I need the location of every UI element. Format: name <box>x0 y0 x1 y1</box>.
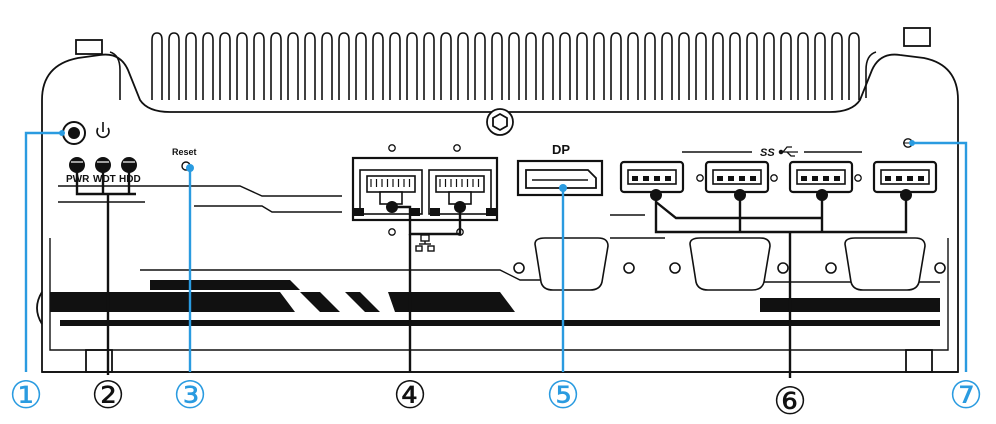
callout-4: ④ <box>393 373 427 417</box>
usb-contact <box>907 176 913 181</box>
heatsink-fin <box>627 32 639 100</box>
heatsink-fin <box>304 32 316 100</box>
usb-contact <box>717 176 723 181</box>
usb-contact <box>643 176 649 181</box>
usb-ports <box>619 160 938 194</box>
usb-port-3 <box>788 160 854 194</box>
heatsink-fin <box>729 32 741 100</box>
heatsink-fin <box>610 32 622 100</box>
heatsink-fin <box>355 32 367 100</box>
heatsink-fin <box>287 32 299 100</box>
usb-contact <box>750 176 756 181</box>
heatsink-fin <box>848 32 860 100</box>
heatsink-fin <box>525 32 537 100</box>
heatsink-fin <box>151 32 163 100</box>
heatsink-fin <box>338 32 350 100</box>
heatsink-fins <box>109 32 877 100</box>
heatsink-fin <box>440 32 452 100</box>
heatsink-fin <box>542 32 554 100</box>
bottom-trim <box>50 280 940 326</box>
heatsink-fin <box>780 32 792 100</box>
usb-contact <box>665 176 671 181</box>
callout-5: ⑤ <box>546 373 580 417</box>
heatsink-fin <box>814 32 826 100</box>
callout-2: ② <box>91 373 125 417</box>
usb-contact <box>918 176 924 181</box>
usb-superspeed-icon <box>778 146 798 157</box>
usb-contact <box>885 176 891 181</box>
heatsink-fin <box>559 32 571 100</box>
callout-numbers: ① ② ③ ④ ⑤ ⑥ ⑦ <box>9 373 983 423</box>
usb-contact <box>896 176 902 181</box>
power-icon <box>96 122 110 139</box>
heatsink-fin <box>576 32 588 100</box>
heatsink-fin <box>763 32 775 100</box>
usb-port-2 <box>704 160 770 194</box>
usb-port-4 <box>872 160 938 194</box>
callout-7: ⑦ <box>949 373 983 417</box>
heatsink-fin <box>185 32 197 100</box>
callout-6: ⑥ <box>773 379 807 423</box>
lan-ports <box>351 144 499 236</box>
heatsink-fin <box>457 32 469 100</box>
chassis-screw <box>486 108 514 136</box>
usb-contact <box>728 176 734 181</box>
heatsink-fin <box>661 32 673 100</box>
heatsink-fin <box>746 32 758 100</box>
heatsink-fin <box>491 32 503 100</box>
heatsink-fin <box>423 32 435 100</box>
heatsink-fin <box>474 32 486 100</box>
heatsink-fin <box>372 32 384 100</box>
usb-contact <box>739 176 745 181</box>
heatsink-fin <box>236 32 248 100</box>
usb-contact <box>632 176 638 181</box>
callout-3: ③ <box>173 373 207 417</box>
com-ports <box>513 237 946 291</box>
heatsink-fin <box>644 32 656 100</box>
usb-port-1 <box>619 160 685 194</box>
heatsink-fin <box>797 32 809 100</box>
usb-contact <box>801 176 807 181</box>
heatsink-fin <box>712 32 724 100</box>
heatsink-fin <box>695 32 707 100</box>
heatsink-fin <box>270 32 282 100</box>
heatsink-fin <box>389 32 401 100</box>
usb-contact <box>654 176 660 181</box>
heatsink-fin <box>321 32 333 100</box>
callout-1: ① <box>9 373 43 417</box>
usb-contact <box>812 176 818 181</box>
heatsink-fin <box>253 32 265 100</box>
heatsink-fin <box>406 32 418 100</box>
usb-contact <box>823 176 829 181</box>
heatsink-fin <box>202 32 214 100</box>
heatsink-fin <box>831 32 843 100</box>
dp-label: DP <box>552 142 570 157</box>
usb-logo-text: SS <box>760 147 775 159</box>
callout-lines <box>24 130 968 378</box>
usb-contact <box>834 176 840 181</box>
led-label-wdt: WDT <box>93 174 116 185</box>
heatsink-fin <box>593 32 605 100</box>
network-icon <box>415 234 435 252</box>
power-button <box>62 121 86 145</box>
heatsink-fin <box>168 32 180 100</box>
reset-label: Reset <box>172 147 197 157</box>
heatsink-fin <box>508 32 520 100</box>
heatsink-fin <box>219 32 231 100</box>
heatsink-fin <box>678 32 690 100</box>
